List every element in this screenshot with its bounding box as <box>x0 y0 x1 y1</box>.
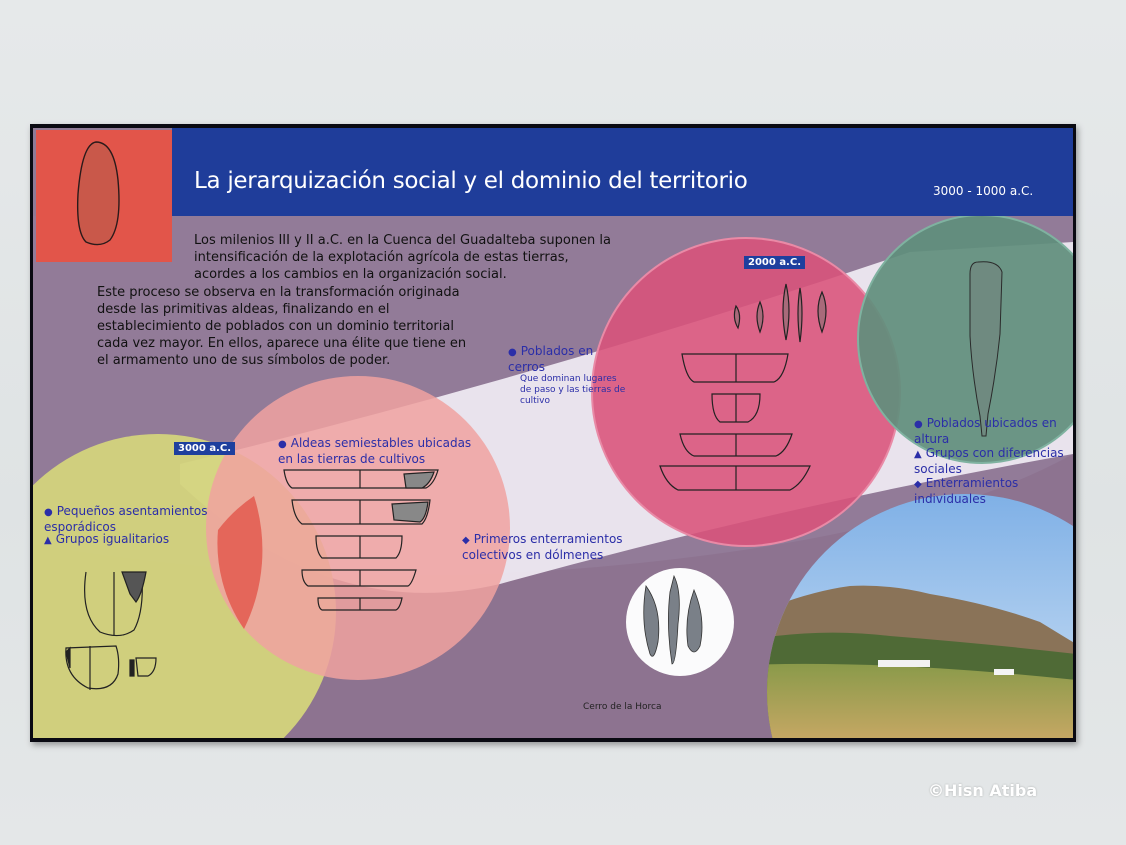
stage1-item-1: ●Pequeños asentamientos esporádicos <box>44 504 208 534</box>
stage1-item-2: ▲Grupos igualitarios <box>44 532 170 546</box>
circle-bullet-icon: ● <box>278 439 287 450</box>
stage4-item-2: ▲Grupos con diferencias sociales <box>914 446 1064 476</box>
arrowhead-drawings <box>643 574 703 665</box>
stage1-pottery <box>65 571 157 690</box>
watermark: ©Hisn Atiba <box>928 781 1038 800</box>
circle-bullet-icon: ● <box>914 419 923 430</box>
tag-2000: 2000 a.C. <box>744 256 805 269</box>
stage2-item-1: ●Aldeas semiestables ubicadas en las tie… <box>278 436 472 466</box>
stage4-item-3: ◆Enterramientos individuales <box>914 476 1019 506</box>
panel-artwork <box>33 128 1073 738</box>
stage3-sub: Que dominan lugares de paso y las tierra… <box>520 374 626 406</box>
dagger-drawing <box>969 261 1003 437</box>
arrowheads-circle <box>626 568 734 676</box>
intro-paragraph: Los milenios III y II a.C. en la Cuenca … <box>194 233 612 282</box>
stage3-artifacts <box>659 283 827 491</box>
circle-bullet-icon: ● <box>508 347 517 358</box>
diamond-bullet-icon: ◆ <box>914 479 922 490</box>
panel-title: La jerarquización social y el dominio de… <box>194 168 748 194</box>
stage3-heading: ●Poblados en cerros <box>508 344 594 374</box>
triangle-bullet-icon: ▲ <box>914 449 922 460</box>
museum-panel: La jerarquización social y el dominio de… <box>30 124 1076 742</box>
stage2-pottery <box>283 469 439 611</box>
diamond-bullet-icon: ◆ <box>462 535 470 546</box>
photo-caption: Cerro de la Horca <box>583 702 662 712</box>
stone-axe-drawing <box>76 141 120 246</box>
period-label: 3000 - 1000 a.C. <box>933 184 1034 198</box>
stage3-circle <box>592 238 900 546</box>
tag-3000: 3000 a.C. <box>174 442 235 455</box>
circle-bullet-icon: ● <box>44 507 53 518</box>
stage2-circle <box>206 376 510 680</box>
stage4-circle <box>858 215 1073 463</box>
stage4-item-1: ●Poblados ubicados en altura <box>914 416 1057 446</box>
stage2-item-2: ◆Primeros enterramientos colectivos en d… <box>462 532 623 562</box>
body-paragraph: Este proceso se observa en la transforma… <box>97 285 467 368</box>
title-banner <box>172 128 1073 216</box>
triangle-bullet-icon: ▲ <box>44 535 52 546</box>
